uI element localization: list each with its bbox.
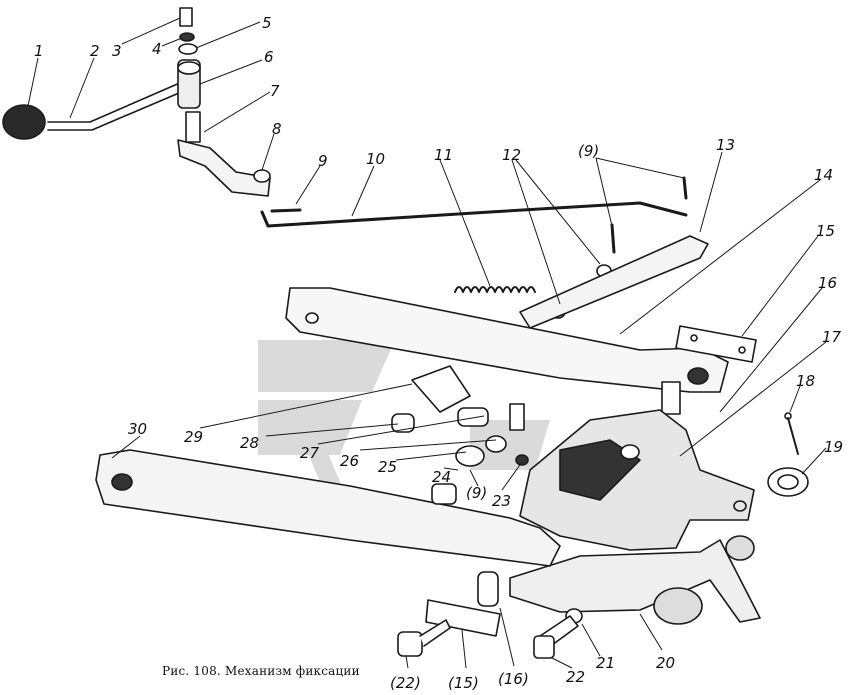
bolt-27 [509, 403, 525, 431]
callout-25: 25 [378, 458, 397, 476]
pin-24 [431, 483, 457, 505]
washer-4 [179, 32, 195, 42]
callout-20: 20 [656, 654, 675, 672]
callout-9-paren-top: (9) [578, 142, 599, 160]
callout-24: 24 [432, 468, 451, 486]
ring-19 [767, 467, 809, 497]
callout-6: 6 [264, 48, 274, 66]
shaft-16 [661, 381, 681, 415]
cotter-pin-18 [787, 417, 799, 455]
callout-9: 9 [318, 152, 328, 170]
washer-25 [455, 445, 485, 467]
plate-15-lower [425, 599, 501, 637]
callout-1: 1 [34, 42, 44, 60]
callout-16-paren: (16) [498, 670, 529, 688]
callout-18: 18 [796, 372, 815, 390]
callout-16: 16 [818, 274, 837, 292]
callout-labels: 1 2 3 4 5 6 7 8 9 10 11 12 (9) 13 14 15 … [34, 14, 843, 692]
callout-22: 22 [566, 668, 585, 686]
callout-7: 7 [270, 82, 280, 100]
callout-12: 12 [502, 146, 521, 164]
pin-28 [391, 413, 415, 433]
callout-2: 2 [90, 42, 100, 60]
bolt-3 [179, 7, 193, 27]
pin-16-lower [477, 571, 499, 607]
arm-7 [177, 139, 271, 197]
callout-9-paren-mid: (9) [466, 484, 487, 502]
lower-arm-30 [95, 449, 561, 567]
callout-30: 30 [128, 420, 147, 438]
lever-handle [47, 81, 187, 131]
callout-27: 27 [300, 444, 320, 462]
roller-20 [653, 587, 703, 625]
lower-bracket-20 [509, 539, 761, 623]
callout-19: 19 [824, 438, 843, 456]
knob [2, 104, 46, 140]
bolt-22-lower [397, 631, 423, 657]
callout-17: 17 [822, 328, 842, 346]
spring-11 [454, 286, 536, 293]
figure-caption: Рис. 108. Механизм фиксации [162, 664, 360, 678]
upper-arm-14 [285, 287, 729, 393]
rod-10 [260, 201, 688, 228]
callout-3: 3 [112, 42, 122, 60]
callout-21: 21 [596, 654, 615, 672]
callout-14: 14 [814, 166, 833, 184]
shaft-7 [185, 111, 201, 143]
washer-26 [485, 435, 507, 453]
washer-5 [178, 43, 198, 55]
callout-5: 5 [262, 14, 272, 32]
pin-9 [270, 208, 302, 213]
callout-11: 11 [434, 146, 453, 164]
callout-4: 4 [152, 40, 162, 58]
link-29 [411, 365, 471, 413]
callout-29: 29 [184, 428, 203, 446]
callout-13: 13 [716, 136, 735, 154]
callout-8: 8 [272, 120, 282, 138]
housing-17 [519, 409, 755, 551]
callout-26: 26 [340, 452, 359, 470]
callout-22-paren: (22) [390, 674, 421, 692]
callout-28: 28 [240, 434, 259, 452]
callout-15: 15 [816, 222, 835, 240]
callout-10: 10 [366, 150, 385, 168]
link-bar-13 [519, 235, 709, 329]
nut-8 [253, 169, 271, 183]
callout-15-paren: (15) [448, 674, 479, 692]
nut-23 [515, 454, 529, 466]
callout-23: 23 [492, 492, 511, 510]
